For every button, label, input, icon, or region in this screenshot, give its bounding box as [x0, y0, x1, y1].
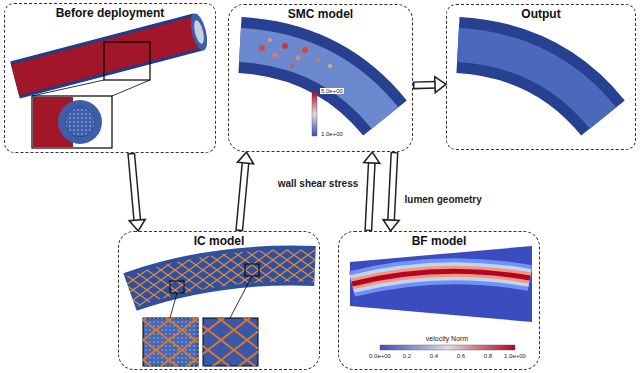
hollow-arrow	[129, 153, 145, 231]
arrow-shaft-fill	[239, 162, 245, 230]
colorbar-label: velocity Norm	[425, 335, 469, 342]
panel-title: IC model	[194, 235, 245, 249]
model-panel: Output	[446, 4, 636, 150]
arrow-head	[129, 219, 145, 231]
model-panel: Before deployment	[4, 3, 216, 153]
arrow-shaft	[368, 162, 371, 231]
model-panel: BF model	[338, 231, 540, 370]
arrow-shaft	[391, 152, 394, 221]
arrow-shaft-fill	[391, 153, 394, 221]
model-panel: IC model	[118, 231, 320, 370]
arrow-head	[364, 152, 380, 163]
edge-label: lumen geometry	[403, 194, 484, 205]
arrow-shaft-fill	[368, 162, 371, 230]
colorbar-label: 0.0e+00	[368, 353, 392, 359]
panel-title: SMC model	[288, 8, 353, 22]
hollow-arrow	[413, 77, 446, 93]
artery-smc	[240, 38, 385, 136]
colorbar-label: 0.2	[402, 353, 412, 359]
hollow-arrow	[383, 152, 399, 231]
colorbar-label: 0.6	[456, 353, 466, 359]
artery-stent	[130, 264, 315, 366]
arrow-shaft-fill	[131, 154, 137, 221]
colorbar-label: 5.0e+00	[320, 88, 344, 94]
model-panel: SMC model	[228, 4, 413, 152]
colorbar-label: 1.0e+00	[503, 353, 527, 359]
hollow-arrow	[364, 152, 380, 231]
colorbar-label: 1.0e+00	[320, 131, 344, 137]
flow-field	[350, 246, 532, 350]
arrow-shaft	[131, 153, 137, 221]
arrow-head	[435, 77, 446, 93]
hollow-arrow	[238, 152, 254, 231]
colorbar-label: 0.8	[483, 353, 493, 359]
arrow-head	[383, 220, 399, 231]
arrow-shaft-fill	[414, 82, 436, 88]
arrow-head	[238, 152, 254, 164]
arrow-shaft	[413, 81, 436, 90]
colorbar-label: 0.4	[429, 353, 439, 359]
arrow-shaft	[239, 162, 245, 231]
panel-title: Output	[521, 8, 560, 22]
edge-label: wall shear stress	[276, 178, 361, 189]
panel-title: BF model	[412, 235, 467, 249]
artery-output	[458, 45, 603, 118]
artery-before	[15, 12, 210, 148]
panel-title: Before deployment	[56, 7, 165, 21]
